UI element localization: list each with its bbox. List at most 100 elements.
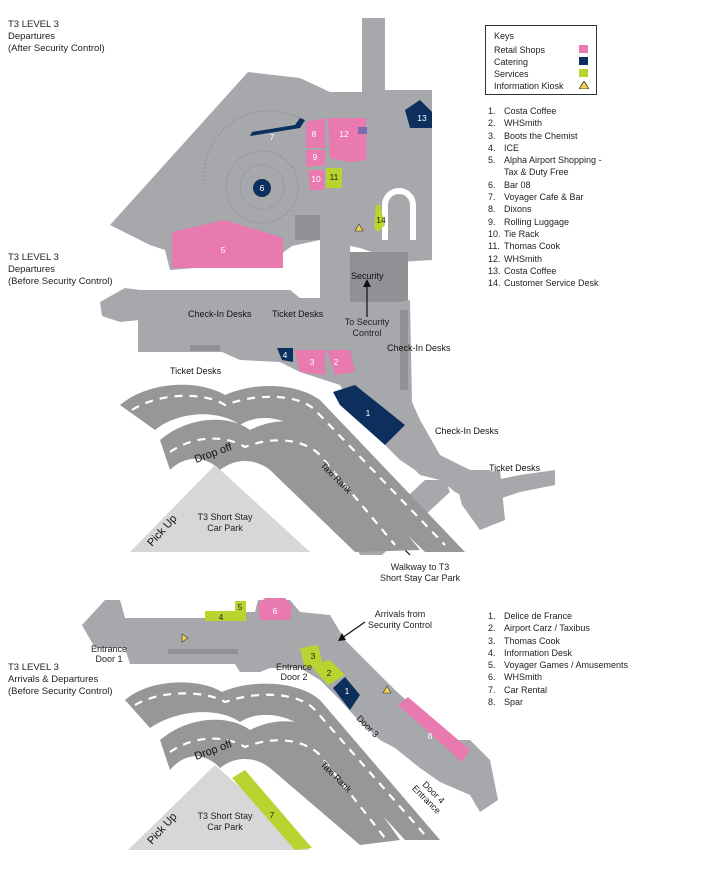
legend-item: 3.Thomas Cook <box>488 635 561 646</box>
purple-marker <box>358 127 367 134</box>
unit-7-shape <box>250 118 305 136</box>
departures-legend: 1.Costa Coffee 2.WHSmith 3.Boots the Che… <box>488 105 602 289</box>
legend-item: 7.Voyager Cafe & Bar <box>488 192 584 203</box>
info-kiosk-lower-1 <box>181 633 189 643</box>
lower-unit-label-5: 5 <box>238 602 243 612</box>
west-stub <box>100 288 140 322</box>
legend-item: 3.Boots the Chemist <box>488 130 578 141</box>
unit-13-shape <box>405 100 432 128</box>
legend-item: 14.Customer Service Desk <box>488 278 599 289</box>
info-kiosk-lower-2 <box>382 685 392 694</box>
central-rotunda <box>225 150 299 224</box>
walkway-label: Walkway to T3 Short Stay Car Park <box>379 562 461 583</box>
checkin-desks-label-1: Check-In Desks <box>188 309 252 319</box>
unit-label-13: 13 <box>417 113 427 123</box>
legend-item: 2.Airport Carz / Taxibus <box>488 623 590 634</box>
road-outer <box>120 384 465 552</box>
unit-7-car-rental <box>232 770 312 850</box>
upper-roads <box>120 384 465 552</box>
entrance-door-1-label: Entrance Door 1 <box>90 644 128 664</box>
lower-road-dash-1 <box>134 692 426 836</box>
short-stay-car-park <box>130 465 310 552</box>
east-wing <box>390 90 432 252</box>
road-dash-2 <box>169 437 396 546</box>
unit-4-shape <box>277 348 293 362</box>
key-services-swatch <box>579 69 588 77</box>
legend-item: 5.Alpha Airport Shopping - <box>488 155 602 166</box>
unit-label-5: 5 <box>221 245 226 255</box>
unit-label-6: 6 <box>260 183 265 193</box>
lower-road-inner <box>160 719 400 845</box>
unit-label-7: 7 <box>270 132 275 142</box>
legend-item: 2.WHSmith <box>488 118 542 129</box>
unit-9-shape <box>306 150 325 167</box>
lower-hatch <box>168 649 238 654</box>
security-label: Security <box>351 271 384 281</box>
unit-2-lower <box>310 660 345 685</box>
legend-item: 13.Costa Coffee <box>488 265 557 276</box>
legend-item: 8.Dixons <box>488 204 532 215</box>
road-dash-1 <box>131 394 446 546</box>
legend-item: 4.ICE <box>488 142 520 153</box>
unit-14-shape <box>374 205 385 232</box>
unit-label-8: 8 <box>312 129 317 139</box>
unit-label-11: 11 <box>330 172 339 182</box>
lower-unit-label-3: 3 <box>311 651 316 661</box>
keys-title: Keys <box>494 31 515 41</box>
road-inner <box>160 419 420 552</box>
unit-6-shape <box>253 179 271 197</box>
unit-2-shape <box>327 350 355 375</box>
lower-unit-label-6: 6 <box>273 606 278 616</box>
check-in-desk-row-1 <box>190 345 220 351</box>
unit-label-12: 12 <box>339 129 349 139</box>
unit-5-shape <box>172 220 283 268</box>
info-kiosk-icon <box>354 223 364 232</box>
unit-4-lower <box>205 611 235 621</box>
lower-short-stay-label: T3 Short Stay Car Park <box>197 811 253 832</box>
unit-3-lower <box>300 645 323 668</box>
lower-roads <box>125 682 440 850</box>
floor-title-after-security: T3 LEVEL 3 Departures (After Security Co… <box>8 19 105 54</box>
airside-departure-lounge <box>110 58 432 270</box>
lower-unit-label-1: 1 <box>345 686 350 696</box>
legend-item: 11.Thomas Cook <box>488 241 561 252</box>
unit-label-10: 10 <box>311 174 321 184</box>
ticket-desks-label-2: Ticket Desks <box>170 366 222 376</box>
unit-11-shape <box>326 168 342 188</box>
inner-core <box>295 215 320 240</box>
arrivals-from-label: Arrivals from Security Control <box>367 609 433 630</box>
checkin-desks-label-3: Check-In Desks <box>435 426 499 436</box>
unit-5-lower <box>235 601 246 621</box>
legend-item: 8.Spar <box>488 697 524 708</box>
unit-12-shape <box>328 118 366 162</box>
key-kiosk-label: Information Kiosk <box>494 81 564 91</box>
entrance-door-2-label: Entrance Door 2 <box>275 662 313 682</box>
legend-item: 1.Delice de France <box>488 611 573 621</box>
legend-item: 12.WHSmith <box>488 253 542 264</box>
legend-item: 10.Tie Rack <box>488 228 540 239</box>
unit-8-shape <box>306 118 325 148</box>
floor-title-before-security: T3 LEVEL 3 Departures (Before Security C… <box>8 252 113 287</box>
unit-6-lower <box>258 598 292 620</box>
unit-label-1: 1 <box>366 408 371 418</box>
lower-unit-label-8: 8 <box>428 731 433 741</box>
east-structure <box>455 470 505 530</box>
unit-number-labels: 1 2 3 4 5 6 7 8 9 10 11 12 13 14 1 2 3 4… <box>219 113 433 820</box>
unit-10-shape <box>308 170 324 190</box>
arrivals-arrow <box>341 621 366 639</box>
central-rotunda-inner <box>239 164 285 210</box>
unit-label-9: 9 <box>313 152 318 162</box>
lower-road-dash-2 <box>169 737 386 839</box>
unit-label-14: 14 <box>376 215 386 225</box>
arrivals-arrow-head <box>338 633 346 641</box>
legend-item: Tax & Duty Free <box>504 167 569 178</box>
security-corridor <box>320 225 350 305</box>
unit-1-lower <box>333 677 360 710</box>
legend-item: 5.Voyager Games / Amusements <box>488 660 629 671</box>
unit-label-4: 4 <box>283 350 288 360</box>
key-retail-swatch <box>579 45 588 53</box>
unit-8-lower <box>398 697 470 762</box>
to-security-label: To Security Control <box>344 317 390 338</box>
lower-short-stay-car-park <box>128 765 310 850</box>
